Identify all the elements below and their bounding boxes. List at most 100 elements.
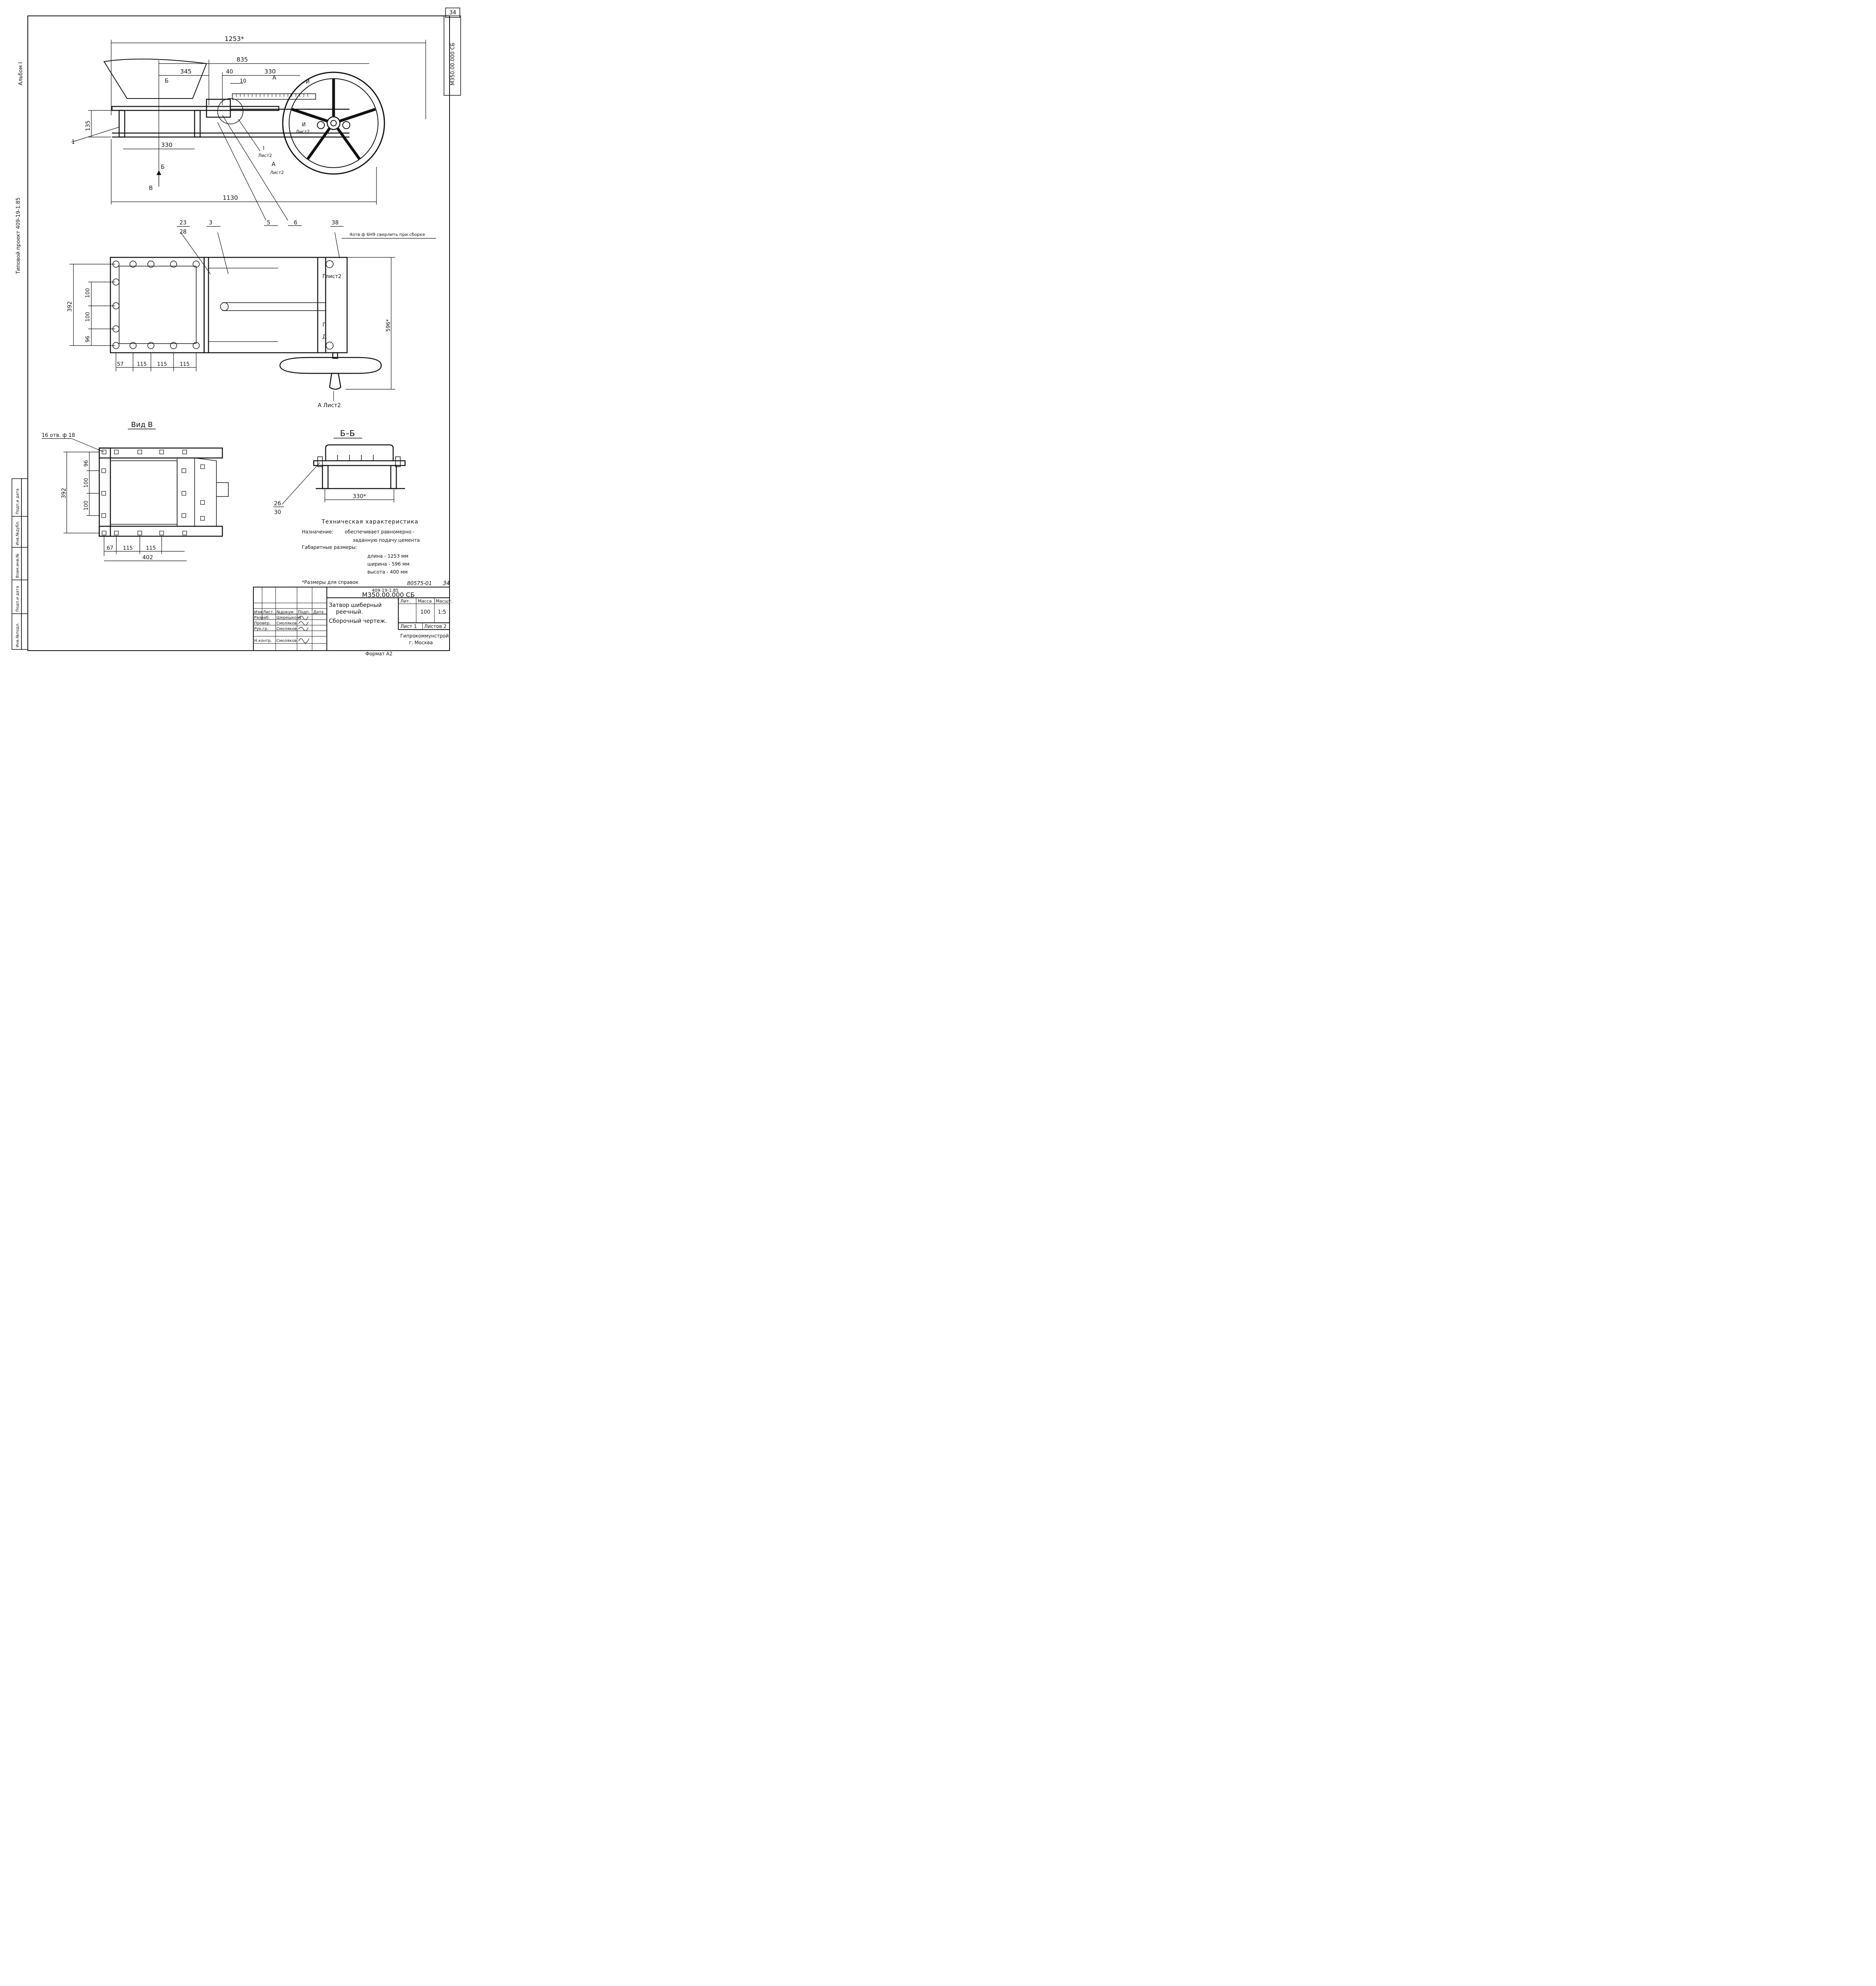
dim-1253: 1253*: [225, 35, 244, 43]
dim-330-top: 330: [264, 68, 276, 75]
callout-26: 26: [274, 500, 281, 507]
g-list2-label: Глист2: [322, 274, 342, 280]
callout-3: 3: [209, 220, 212, 226]
scale-ruler-ticks: [236, 94, 308, 97]
view-v: Вид В 16 отв. ф 18: [42, 421, 229, 561]
note-holes: 4отв ф 6Н9 сверлить при сборке: [349, 232, 425, 237]
tech-purpose-label: Назначение:: [302, 529, 334, 535]
drawing-canvas: 34 М350.00.000 СБ Альбом I Типовой проек…: [12, 8, 461, 657]
dim-1130: 1130: [223, 194, 238, 201]
section-b-top: Б: [165, 78, 169, 84]
strip-vzam-inv: Взам.инв.№: [15, 553, 20, 578]
hdr-podp: Подп.: [298, 610, 310, 614]
dim-100a-plan: 100: [85, 288, 91, 298]
top-view: 1253* 835 345 40 330 10 135 330 1130 Б Б…: [71, 35, 426, 226]
callout-5: 5: [267, 220, 270, 226]
sheet-label: Лист 1: [400, 624, 417, 629]
name-line3: Сборочный чертеж.: [329, 618, 387, 624]
view-v-body: [98, 447, 229, 537]
name-line2: реечный.: [336, 609, 363, 615]
plan-bolts: [112, 260, 334, 350]
lit-label: Лит.: [400, 599, 410, 604]
role-prover: Провер.: [254, 621, 271, 626]
dim-96-plan: 96: [85, 336, 91, 342]
name-nkontr: Смоляков: [276, 639, 297, 643]
dim-67-view-v: 67: [107, 545, 114, 551]
view-i-mid: И: [302, 122, 306, 128]
album-label: Альбом I: [18, 62, 24, 85]
role-rukgr: Рук.гр.: [254, 627, 268, 631]
tech-characteristics: Техническая характеристика Назначение: о…: [302, 519, 420, 585]
view-v-holes: 16 отв. ф 18: [42, 433, 75, 439]
dim-96-view-v: 96: [83, 460, 89, 467]
dim-330-bottom: 330: [161, 141, 173, 149]
stamp-code-vertical: М350.00.000 СБ: [450, 43, 456, 85]
mass-value: 100: [421, 609, 430, 615]
format-label: Формат А2: [365, 651, 392, 657]
view-v-title: Вид В: [131, 421, 153, 429]
callout-1: 1: [71, 139, 75, 145]
callout-6: 6: [294, 220, 297, 226]
dim-115b-view-v: 115: [146, 545, 156, 551]
tech-length: длина - 1253 мм: [367, 553, 408, 559]
dim-100b-view-v: 100: [83, 500, 89, 510]
dim-115c-plan: 115: [180, 361, 190, 367]
dim-115a-plan: 115: [137, 361, 147, 367]
tech-purpose-line1: обеспечивает равномерно -: [345, 529, 415, 535]
sheet-number: 34: [449, 10, 456, 16]
callout-30: 30: [274, 509, 281, 516]
view-i-list2: Лист2: [296, 129, 310, 134]
project-label: Типовой проект 409-19-1.85: [15, 197, 21, 274]
plan-handwheel: [279, 352, 382, 390]
plan-view: 23 28 3 38 4отв ф 6Н9 сверлить при сборк…: [67, 220, 436, 409]
name-razrab: Шерешкова: [276, 616, 301, 620]
scale-label: Масшт.: [436, 599, 452, 604]
hopper: [103, 58, 207, 99]
drawing-frame: [27, 8, 461, 651]
role-nkontr: Н.контр.: [254, 639, 272, 643]
dim-115a-view-v: 115: [123, 545, 133, 551]
tech-size-label: Габаритные размеры:: [302, 545, 357, 550]
section-a-top: А: [272, 75, 276, 81]
dim-100b-plan: 100: [85, 312, 91, 322]
gate-body: [111, 99, 349, 138]
view-i-top: И: [306, 79, 310, 85]
org-line1: Гипрокоммунстрой: [400, 633, 449, 639]
handwheel: [282, 71, 385, 175]
title-block-grid: [253, 587, 450, 651]
name-line1: Затвор шиберный: [329, 602, 382, 609]
section-bb-body: [313, 444, 406, 489]
callout-38: 38: [332, 220, 339, 226]
mass-label: Масса: [418, 599, 432, 604]
ref-number: 80575-01: [407, 581, 432, 587]
dim-330-bb: 330*: [353, 493, 366, 500]
role-razrab: Разраб.: [254, 616, 270, 620]
detail-circle-i: [217, 98, 243, 124]
sheets-label: Листов 2: [424, 624, 446, 629]
ref-i-list2: Лист2: [258, 153, 272, 158]
dim-596-plan: 596*: [386, 319, 392, 332]
section-bb-bolts: [317, 455, 401, 467]
dim-10: 10: [240, 78, 247, 84]
tech-width: ширина - 596 мм: [367, 561, 409, 567]
left-strip: [12, 478, 28, 650]
a-list2-label: А Лист2: [318, 402, 341, 409]
signatures: [298, 616, 309, 643]
hdr-list: Лист: [263, 610, 273, 614]
strip-podp-data-2: Подп.и дата: [15, 489, 20, 514]
section-bb-title: Б–Б: [340, 429, 355, 438]
g-label: Г: [322, 322, 326, 328]
hdr-dokum: №докум: [276, 610, 293, 614]
name-rukgr: Смоляков: [276, 627, 297, 631]
project-number: 409-19-1.85: [372, 588, 398, 593]
top-view-dimension-lines: [88, 40, 426, 205]
doc-code: М350.00.000 СБ: [362, 591, 415, 599]
d-label: Д: [322, 334, 326, 340]
view-v-bolts: [101, 450, 205, 535]
plan-frame: [110, 257, 348, 354]
dim-115b-plan: 115: [157, 361, 167, 367]
callout-23: 23: [179, 220, 187, 226]
name-prover: Смоляков: [276, 621, 297, 626]
strip-podp-data-1: Подп.и дата: [15, 586, 20, 612]
callout-28: 28: [179, 229, 187, 235]
